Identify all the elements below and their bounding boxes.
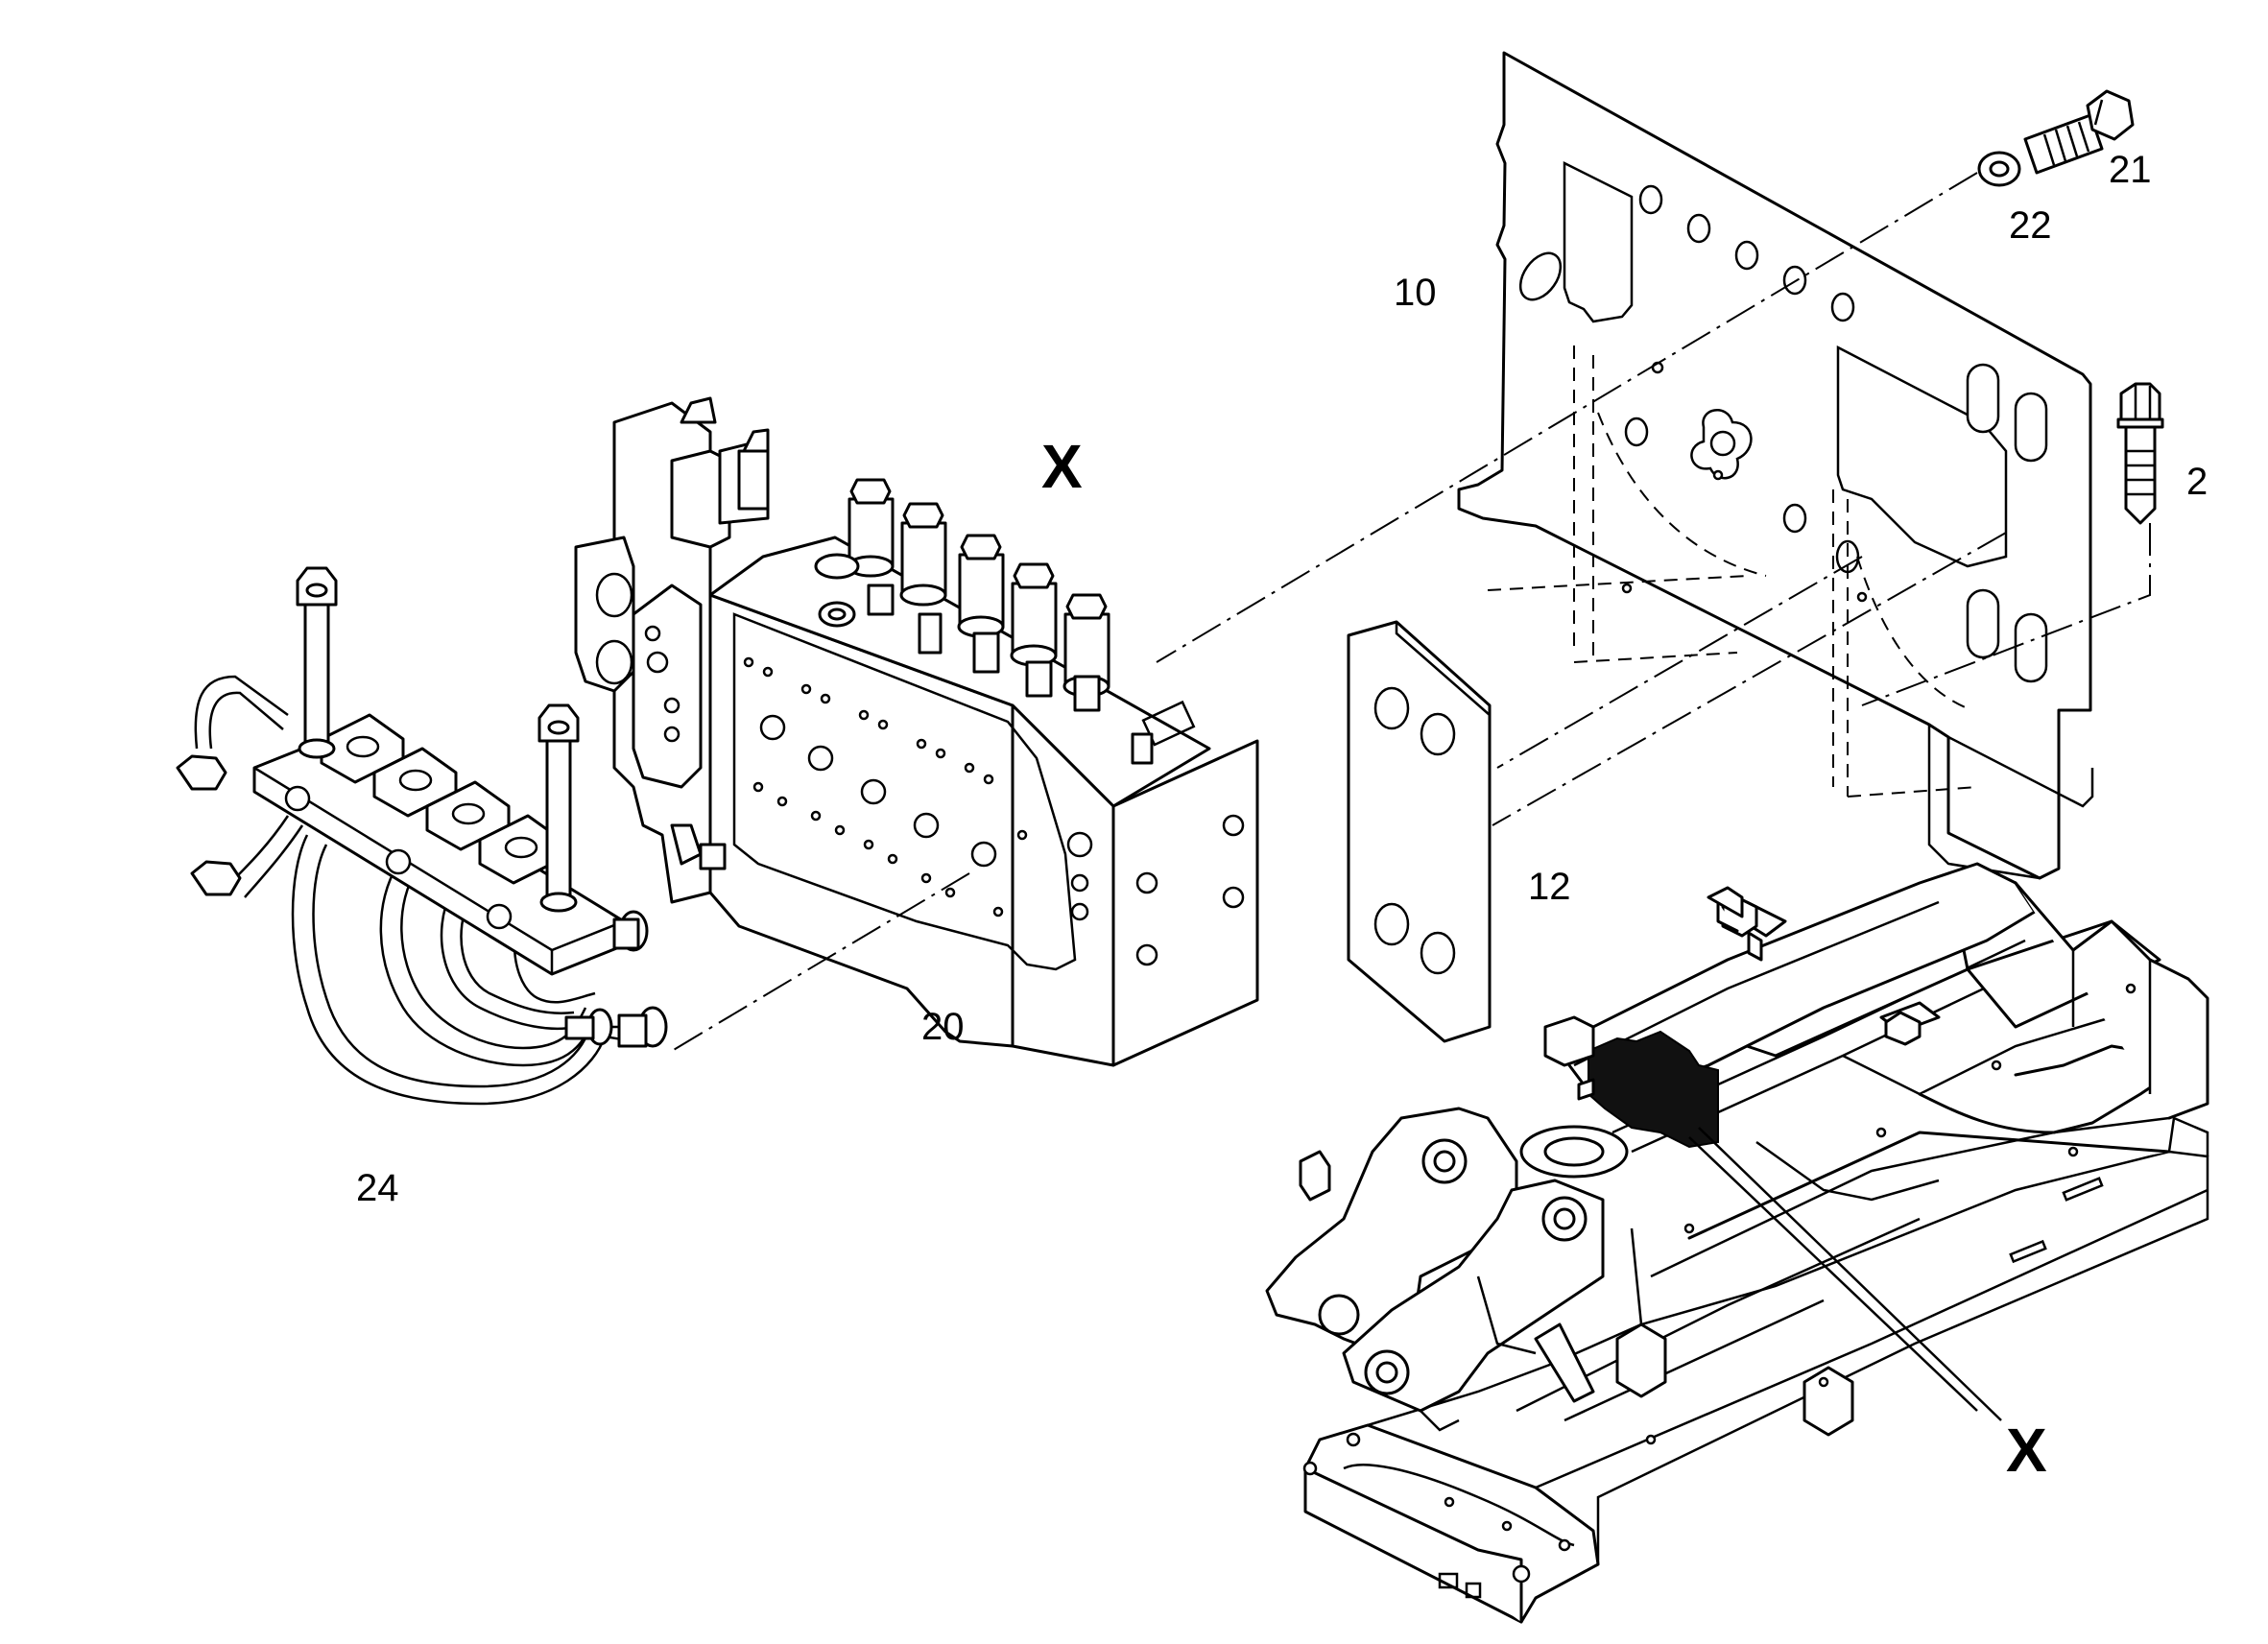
control-valve-block	[574, 396, 1259, 1067]
bolt-angled	[2023, 89, 2135, 175]
plate-slot	[1966, 363, 2000, 434]
callout-12: 12	[1528, 866, 1571, 908]
callout-2: 2	[2186, 461, 2208, 503]
plate-hole	[1638, 184, 1663, 215]
plate-slot	[2014, 612, 2048, 683]
callout-22: 22	[2009, 204, 2052, 247]
valve-side-ports	[1135, 814, 1245, 966]
valve-spools	[847, 478, 1110, 698]
callout-labels: 21 22 10 2 12 20 24 X X	[356, 149, 2208, 1485]
callout-21: 21	[2109, 149, 2152, 191]
pipe-long-bolts	[296, 566, 580, 913]
valve-face-bolts	[759, 714, 997, 868]
plate-slot	[1966, 588, 2000, 659]
plate-slot	[2014, 392, 2048, 463]
plate-hole	[1830, 292, 1855, 322]
detail-mark-bottom: X	[2006, 1416, 2047, 1485]
machine-frame	[1265, 862, 2209, 1624]
washer	[1977, 151, 2021, 187]
callout-24: 24	[356, 1167, 399, 1209]
pipe-assembly	[176, 566, 668, 1106]
valve-location-highlight	[1588, 1030, 1719, 1149]
valve-face-holes	[743, 656, 1028, 917]
pipe-nuts	[176, 754, 668, 1048]
plate-hole	[1782, 265, 1807, 296]
detail-mark-top: X	[1041, 432, 1083, 501]
valve-fittings	[814, 553, 1154, 765]
mounting-plate	[1457, 51, 2094, 880]
alignment-lines	[671, 172, 2151, 1052]
spacer-plate	[1347, 620, 1492, 1043]
plate-hole	[1734, 240, 1759, 271]
callout-10: 10	[1394, 272, 1437, 314]
bolt-vertical	[2116, 382, 2164, 525]
callout-20: 20	[921, 1006, 965, 1048]
detail-leaders	[1688, 1127, 2002, 1421]
plate-hole	[1518, 251, 1563, 301]
plate-hole	[1624, 417, 1649, 447]
plate-hole	[1782, 503, 1807, 534]
plate-hole	[1686, 213, 1711, 244]
